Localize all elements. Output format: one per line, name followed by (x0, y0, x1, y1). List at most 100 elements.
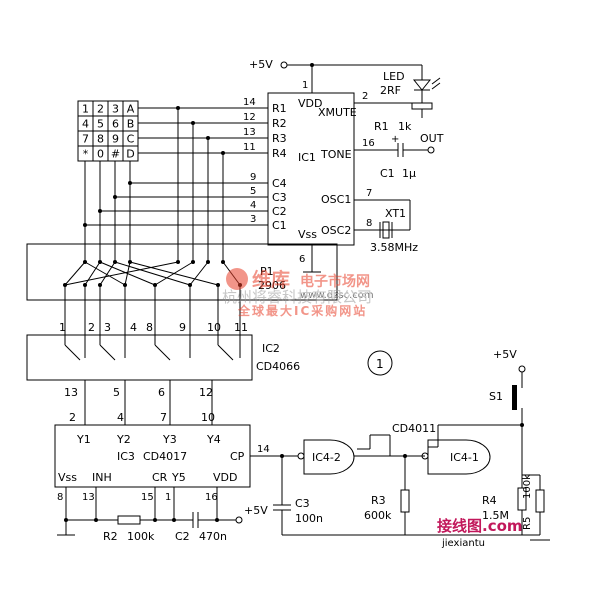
ic4-1: CD4011 IC4-1 R4 1.5M 100k R5 (392, 422, 550, 541)
ic1-pin-r2: 12 (243, 112, 256, 123)
s1-switch-icon[interactable] (512, 385, 517, 410)
ic1-label-r2: R2 (272, 117, 287, 130)
ic3-y2: Y2 (116, 433, 131, 446)
s1-switch: +5V S1 (489, 348, 526, 425)
ic1-pin-vss: 6 (299, 254, 305, 265)
figure-number: 1 (367, 350, 393, 376)
ic2-pin-10: 10 (207, 321, 221, 334)
watermark-site-title: 电子市场网 (300, 273, 370, 290)
ic1-label-osc1: OSC1 (321, 193, 351, 206)
r1-name: R1 (374, 120, 389, 133)
ic1-pin-xmute: 2 (362, 91, 368, 102)
figure-number-text: 1 (376, 357, 384, 371)
key-hash: # (111, 148, 120, 161)
p1-wiring-box: P1 2906 (26, 243, 338, 335)
ic3-pin-2: 2 (69, 411, 76, 424)
p1-name: P1 (260, 265, 274, 278)
watermark-corner-text: 接线图.com (437, 517, 523, 535)
r5-name: R5 (522, 517, 533, 530)
r1-resistor (411, 102, 433, 110)
watermark-corner-url: jiexiantu (441, 538, 485, 549)
key-2: 2 (97, 103, 104, 116)
r3-name: R3 (371, 494, 386, 507)
out-label: OUT (420, 132, 444, 145)
key-c: C (127, 133, 135, 146)
ic1-supply: +5V 1 6 (249, 58, 422, 273)
c3-value: 100n (295, 512, 323, 525)
ic1-label-xmute: XMUTE (318, 106, 357, 119)
watermark-brand: 维库 (252, 268, 290, 291)
ic1-label-r3: R3 (272, 132, 287, 145)
s1-label: S1 (489, 390, 503, 403)
r3-resistor (400, 489, 410, 513)
led-section: 2 LED 2RF R1 1k (354, 65, 441, 133)
ic1-label-tone: TONE (320, 148, 352, 161)
keypad-col-wires: 9 5 4 3 (83, 161, 268, 262)
watermark-url: www.dzsc.com (300, 290, 374, 301)
ic2-pin-2: 2 (88, 321, 95, 334)
ic1-pin-c4: 9 (250, 172, 256, 183)
ic2-pin-12: 12 (199, 386, 213, 399)
supply-plus5v-right: +5V (493, 348, 517, 361)
ic1-label-c1: C1 (272, 219, 287, 232)
watermark-corner: 接线图.com jiexiantu (437, 517, 523, 549)
key-0: 0 (97, 148, 104, 161)
key-a: A (127, 103, 135, 116)
ic2-pin-8: 8 (146, 321, 153, 334)
keypad-row-wires: 14 12 13 11 (138, 97, 268, 155)
ic3: 2 4 7 10 Y1 Y2 Y3 Y4 IC3 CD4017 CP Vss I… (54, 411, 268, 543)
ic3-y1: Y1 (76, 433, 91, 446)
ic2-pin-1: 1 (59, 321, 66, 334)
key-9: 9 (112, 133, 119, 146)
ic3-name: IC3 (117, 450, 135, 463)
watermark-slogan: 全球最大IC采购网站 (237, 303, 367, 318)
ic3-y4: Y4 (206, 433, 221, 446)
r1-value: 1k (398, 120, 412, 133)
ic4-2: IC4-2 R3 600k (297, 434, 425, 535)
r2-name: R2 (103, 530, 118, 543)
key-1: 1 (82, 103, 89, 116)
c1-plus: + (391, 134, 399, 145)
ic1-pin-c1: 3 (250, 214, 256, 225)
ic3-pin-8: 8 (57, 492, 63, 503)
led-icon (412, 79, 432, 91)
ic3-vdd: VDD (213, 471, 237, 484)
ic3-pin-4: 4 (117, 411, 124, 424)
xt1-name: XT1 (385, 207, 406, 220)
key-3: 3 (112, 103, 119, 116)
ic1-pin-r3: 13 (243, 127, 256, 138)
key-d: D (126, 148, 134, 161)
key-4: 4 (82, 118, 89, 131)
ic3-cp: CP (230, 450, 245, 463)
r4-name: R4 (482, 494, 497, 507)
ic2-part: CD4066 (256, 360, 300, 373)
led-name: LED (383, 70, 405, 83)
r5-resistor (535, 489, 545, 513)
ic1-pin-osc2: 8 (366, 218, 372, 229)
ic1-pin-osc1: 7 (366, 188, 372, 199)
cd4011-label: CD4011 (392, 422, 436, 435)
ic1-pin-c3: 5 (250, 186, 256, 197)
ic1-label-c3: C3 (272, 191, 287, 204)
key-star: * (83, 148, 89, 161)
ic3-y3: Y3 (162, 433, 177, 446)
ic3-pin-13: 13 (82, 492, 95, 503)
ic3-pin-1: 1 (165, 492, 171, 503)
ic3-pin-16: 16 (205, 492, 218, 503)
ic3-pin-7: 7 (160, 411, 167, 424)
supply-plus5v-bottom: +5V (244, 504, 268, 517)
p1-part: 2906 (258, 279, 286, 292)
ic3-vss: Vss (58, 471, 77, 484)
ic1-pin-r1: 14 (243, 97, 256, 108)
ic2: 1 2 3 4 8 9 10 11 IC2 CD4066 13 5 6 12 (26, 321, 300, 425)
r4-value: 1.5M (482, 509, 509, 522)
ic1-label-c2: C2 (272, 205, 287, 218)
ic2-pin-6: 6 (158, 386, 165, 399)
led-part: 2RF (380, 84, 401, 97)
r2-value: 100k (127, 530, 155, 543)
watermark-company: 杭州将睿科技有限公司 (222, 288, 372, 306)
ic1-label-osc2: OSC2 (321, 224, 351, 237)
c3-name: C3 (295, 497, 310, 510)
ic4-2-label: IC4-2 (312, 451, 341, 464)
ic2-pin-13: 13 (64, 386, 78, 399)
